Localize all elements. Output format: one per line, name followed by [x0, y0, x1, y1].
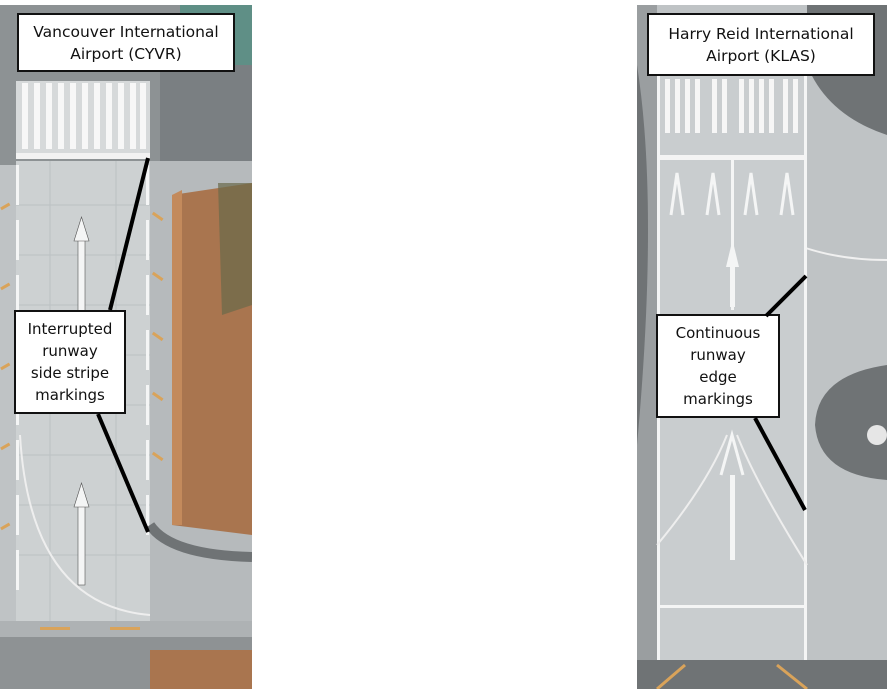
klas-title-label: Harry Reid International Airport (KLAS) [647, 13, 875, 76]
klas-note-line-3: edge [699, 368, 737, 386]
klas-title-line-1: Harry Reid International [668, 24, 854, 43]
cyvr-title-line-2: Airport (CYVR) [70, 44, 182, 63]
cyvr-annotation-label: Interrupted runway side stripe markings [14, 310, 126, 414]
klas-annotation-label: Continuous runway edge markings [656, 314, 780, 418]
klas-note-line-2: runway [690, 346, 746, 364]
cyvr-note-line-2: runway [42, 342, 98, 360]
klas-title-line-2: Airport (KLAS) [706, 46, 816, 65]
cyvr-note-line-1: Interrupted [27, 320, 113, 338]
klas-note-line-1: Continuous [675, 324, 761, 342]
cyvr-title-line-1: Vancouver International [33, 22, 219, 41]
cyvr-title-label: Vancouver International Airport (CYVR) [17, 13, 235, 72]
cyvr-note-line-3: side stripe [30, 364, 110, 382]
cyvr-note-line-4: markings [35, 386, 105, 404]
klas-note-line-4: markings [683, 390, 753, 408]
